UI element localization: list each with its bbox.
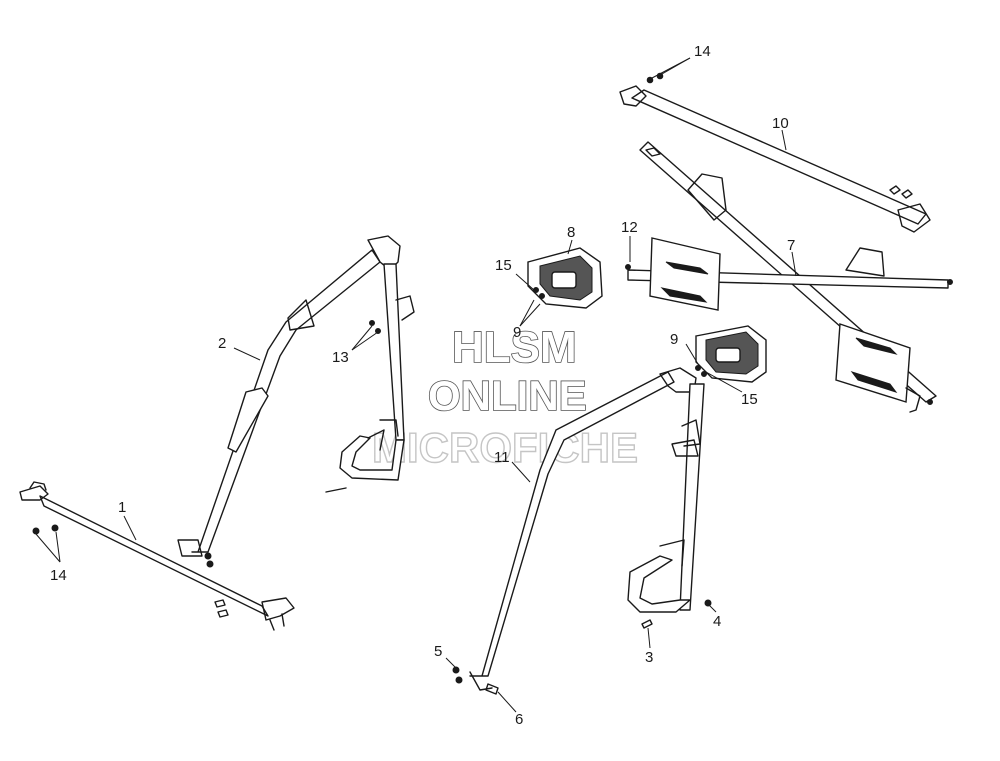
callout-13[interactable]: 13 [332,349,349,366]
part-housing-right[interactable] [695,325,767,383]
callout-14-bottom[interactable]: 14 [50,567,67,584]
callout-3[interactable]: 3 [645,649,653,666]
watermark: HLSM ONLINE MICROFICHE [371,322,638,472]
callout-9-left[interactable]: 9 [513,324,521,341]
callout-8[interactable]: 8 [567,224,575,241]
part-left-roll-hoop[interactable] [177,235,415,568]
callout-12[interactable]: 12 [621,219,638,236]
leader-lines [35,57,797,713]
callout-1[interactable]: 1 [118,499,126,516]
callout-4[interactable]: 4 [713,613,721,630]
part-housing-left[interactable] [527,247,603,309]
callout-15-left[interactable]: 15 [495,257,512,274]
callout-10[interactable]: 10 [772,115,789,132]
part-right-roll-hoop[interactable] [452,365,713,695]
part-upper-cross-tube[interactable] [619,72,931,233]
callout-7[interactable]: 7 [787,237,795,254]
watermark-line1: HLSM [452,323,577,372]
callout-14-top[interactable]: 14 [694,43,711,60]
part-front-lower-tube[interactable] [19,481,295,631]
watermark-line2: ONLINE [428,372,587,419]
callout-2[interactable]: 2 [218,335,226,352]
part-rear-brace-assembly[interactable] [625,141,953,413]
callouts: 1 2 3 4 5 6 7 8 9 9 10 11 12 13 14 14 15… [50,43,795,728]
callout-15-right[interactable]: 15 [741,391,758,408]
watermark-line3: MICROFICHE [372,424,638,471]
callout-9-right[interactable]: 9 [670,331,678,348]
callout-6[interactable]: 6 [515,711,523,728]
callout-11[interactable]: 11 [494,449,510,466]
callout-5[interactable]: 5 [434,643,442,660]
